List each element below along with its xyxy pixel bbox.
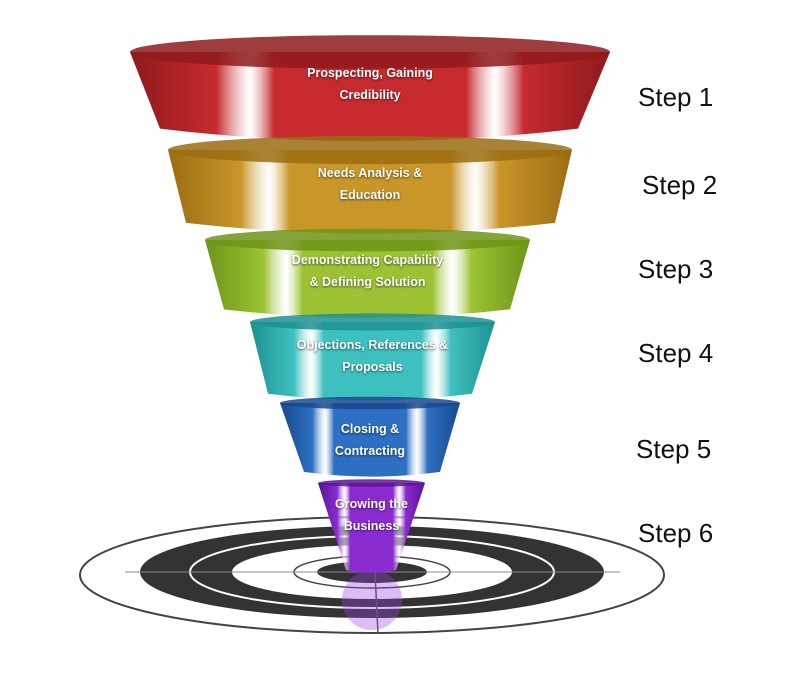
segment-rim <box>318 479 425 487</box>
segment-label-line: Demonstrating Capability <box>291 253 444 267</box>
segment-label-2: Needs Analysis & Education <box>318 162 422 206</box>
funnel-segment-3 <box>205 228 530 318</box>
segment-label-5: Closing & Contracting <box>335 418 405 462</box>
funnel-segment-4 <box>250 313 495 401</box>
segment-body <box>205 240 530 318</box>
segment-rim <box>205 228 530 252</box>
step-label-3: Step 3 <box>638 254 714 284</box>
segment-label-line: Closing & <box>340 422 400 436</box>
segment-label-line: Growing the <box>335 497 408 511</box>
funnel-segment-1 <box>130 35 610 142</box>
segment-label-line: Needs Analysis & <box>317 166 423 180</box>
segment-label-line: Credibility <box>339 88 401 102</box>
segment-label-line: Prospecting, Gaining <box>307 66 433 80</box>
segment-label-line: Proposals <box>342 360 403 374</box>
step-label-4: Step 4 <box>638 338 714 368</box>
step-label-5: Step 5 <box>636 434 712 464</box>
funnel-segment-2 <box>168 135 572 234</box>
segment-body <box>318 483 425 573</box>
segment-body <box>280 403 460 477</box>
segment-body <box>168 150 572 234</box>
segment-label-4: Objections, References & Proposals <box>297 334 448 378</box>
segment-label-line: Education <box>339 188 401 202</box>
segment-body <box>250 322 495 401</box>
step-label-6: Step 6 <box>638 518 714 548</box>
segment-rim <box>280 396 460 410</box>
segment-label-line: & Defining Solution <box>309 275 426 289</box>
segment-rim <box>130 35 610 69</box>
purple-glow <box>342 570 402 630</box>
segment-rim <box>250 313 495 331</box>
segment-body <box>130 52 610 142</box>
segment-label-3: Demonstrating Capability & Defining Solut… <box>292 249 443 293</box>
segment-label-line: Business <box>343 519 400 533</box>
target-crosshair-v <box>374 571 379 635</box>
funnel-segment-6 <box>318 479 425 573</box>
segment-label-line: Contracting <box>334 444 406 458</box>
step-label-1: Step 1 <box>638 82 714 112</box>
funnel-segment-5 <box>280 396 460 477</box>
segment-label-line: Objections, References & <box>296 338 449 352</box>
segment-rim <box>168 135 572 165</box>
step-label-2: Step 2 <box>642 170 718 200</box>
